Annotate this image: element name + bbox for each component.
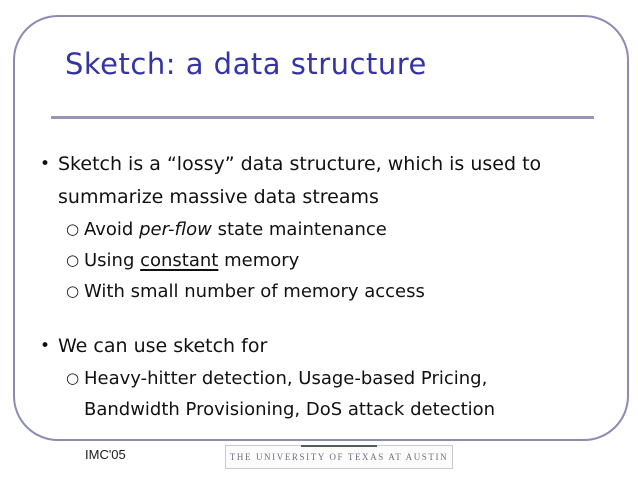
sub-bullet-item-avoid: ○ Avoid per-flow state maintenance: [66, 214, 600, 245]
title-divider: [51, 116, 594, 119]
footer-conference-label: IMC'05: [85, 447, 126, 462]
slide-title: Sketch: a data structure: [65, 47, 427, 81]
bullet-text: We can use sketch for: [58, 335, 268, 357]
bullet-list: • Sketch is a “lossy” data structure, wh…: [40, 148, 600, 425]
sub-bullet-text: Using constant memory: [84, 245, 299, 276]
bullet-item-we-can-use: • We can use sketch for: [40, 330, 600, 363]
sub-bullet-item-using: ○ Using constant memory: [66, 245, 600, 276]
sub-bullet-item-with-small: ○ With small number of memory access: [66, 276, 600, 307]
circle-bullet-marker: ○: [66, 251, 80, 269]
bullet-text-line: summarize massive data streams: [58, 186, 379, 208]
sub-bullet-text: Avoid per-flow state maintenance: [84, 214, 387, 245]
bullet-marker: •: [40, 336, 51, 356]
sub-bullet-text-pre: Using: [84, 250, 141, 271]
bullet-item-sketch: • Sketch is a “lossy” data structure, wh…: [40, 148, 600, 214]
university-logo-rule: [301, 445, 377, 447]
university-logo-text: THE UNIVERSITY OF TEXAS AT AUSTIN: [229, 452, 449, 462]
sub-bullet-text: Heavy-hitter detection, Usage-based Pric…: [84, 363, 495, 425]
bullet-text: Sketch is a “lossy” data structure, whic…: [58, 148, 541, 214]
bullet-text-line: Sketch is a “lossy” data structure, whic…: [58, 153, 542, 175]
circle-bullet-marker: ○: [66, 220, 80, 238]
sub-bullet-text-line: Bandwidth Provisioning, DoS attack detec…: [84, 399, 496, 420]
bullet-marker: •: [40, 154, 51, 174]
sub-bullet-text-line: Heavy-hitter detection, Usage-based Pric…: [84, 368, 488, 389]
university-logo: THE UNIVERSITY OF TEXAS AT AUSTIN: [225, 445, 453, 469]
sub-bullet-text-post: memory: [218, 250, 300, 271]
sub-bullet-text-post: state maintenance: [211, 219, 387, 240]
slide-frame: [13, 15, 629, 441]
sub-bullet-text-pre: Avoid: [84, 219, 140, 240]
sub-bullet-item-applications: ○ Heavy-hitter detection, Usage-based Pr…: [66, 363, 600, 425]
circle-bullet-marker: ○: [66, 369, 80, 387]
sub-bullet-text-italic: per-flow: [139, 219, 212, 240]
circle-bullet-marker: ○: [66, 282, 80, 300]
sub-bullet-text-underline: constant: [140, 250, 219, 271]
sub-bullet-text: With small number of memory access: [84, 281, 425, 302]
